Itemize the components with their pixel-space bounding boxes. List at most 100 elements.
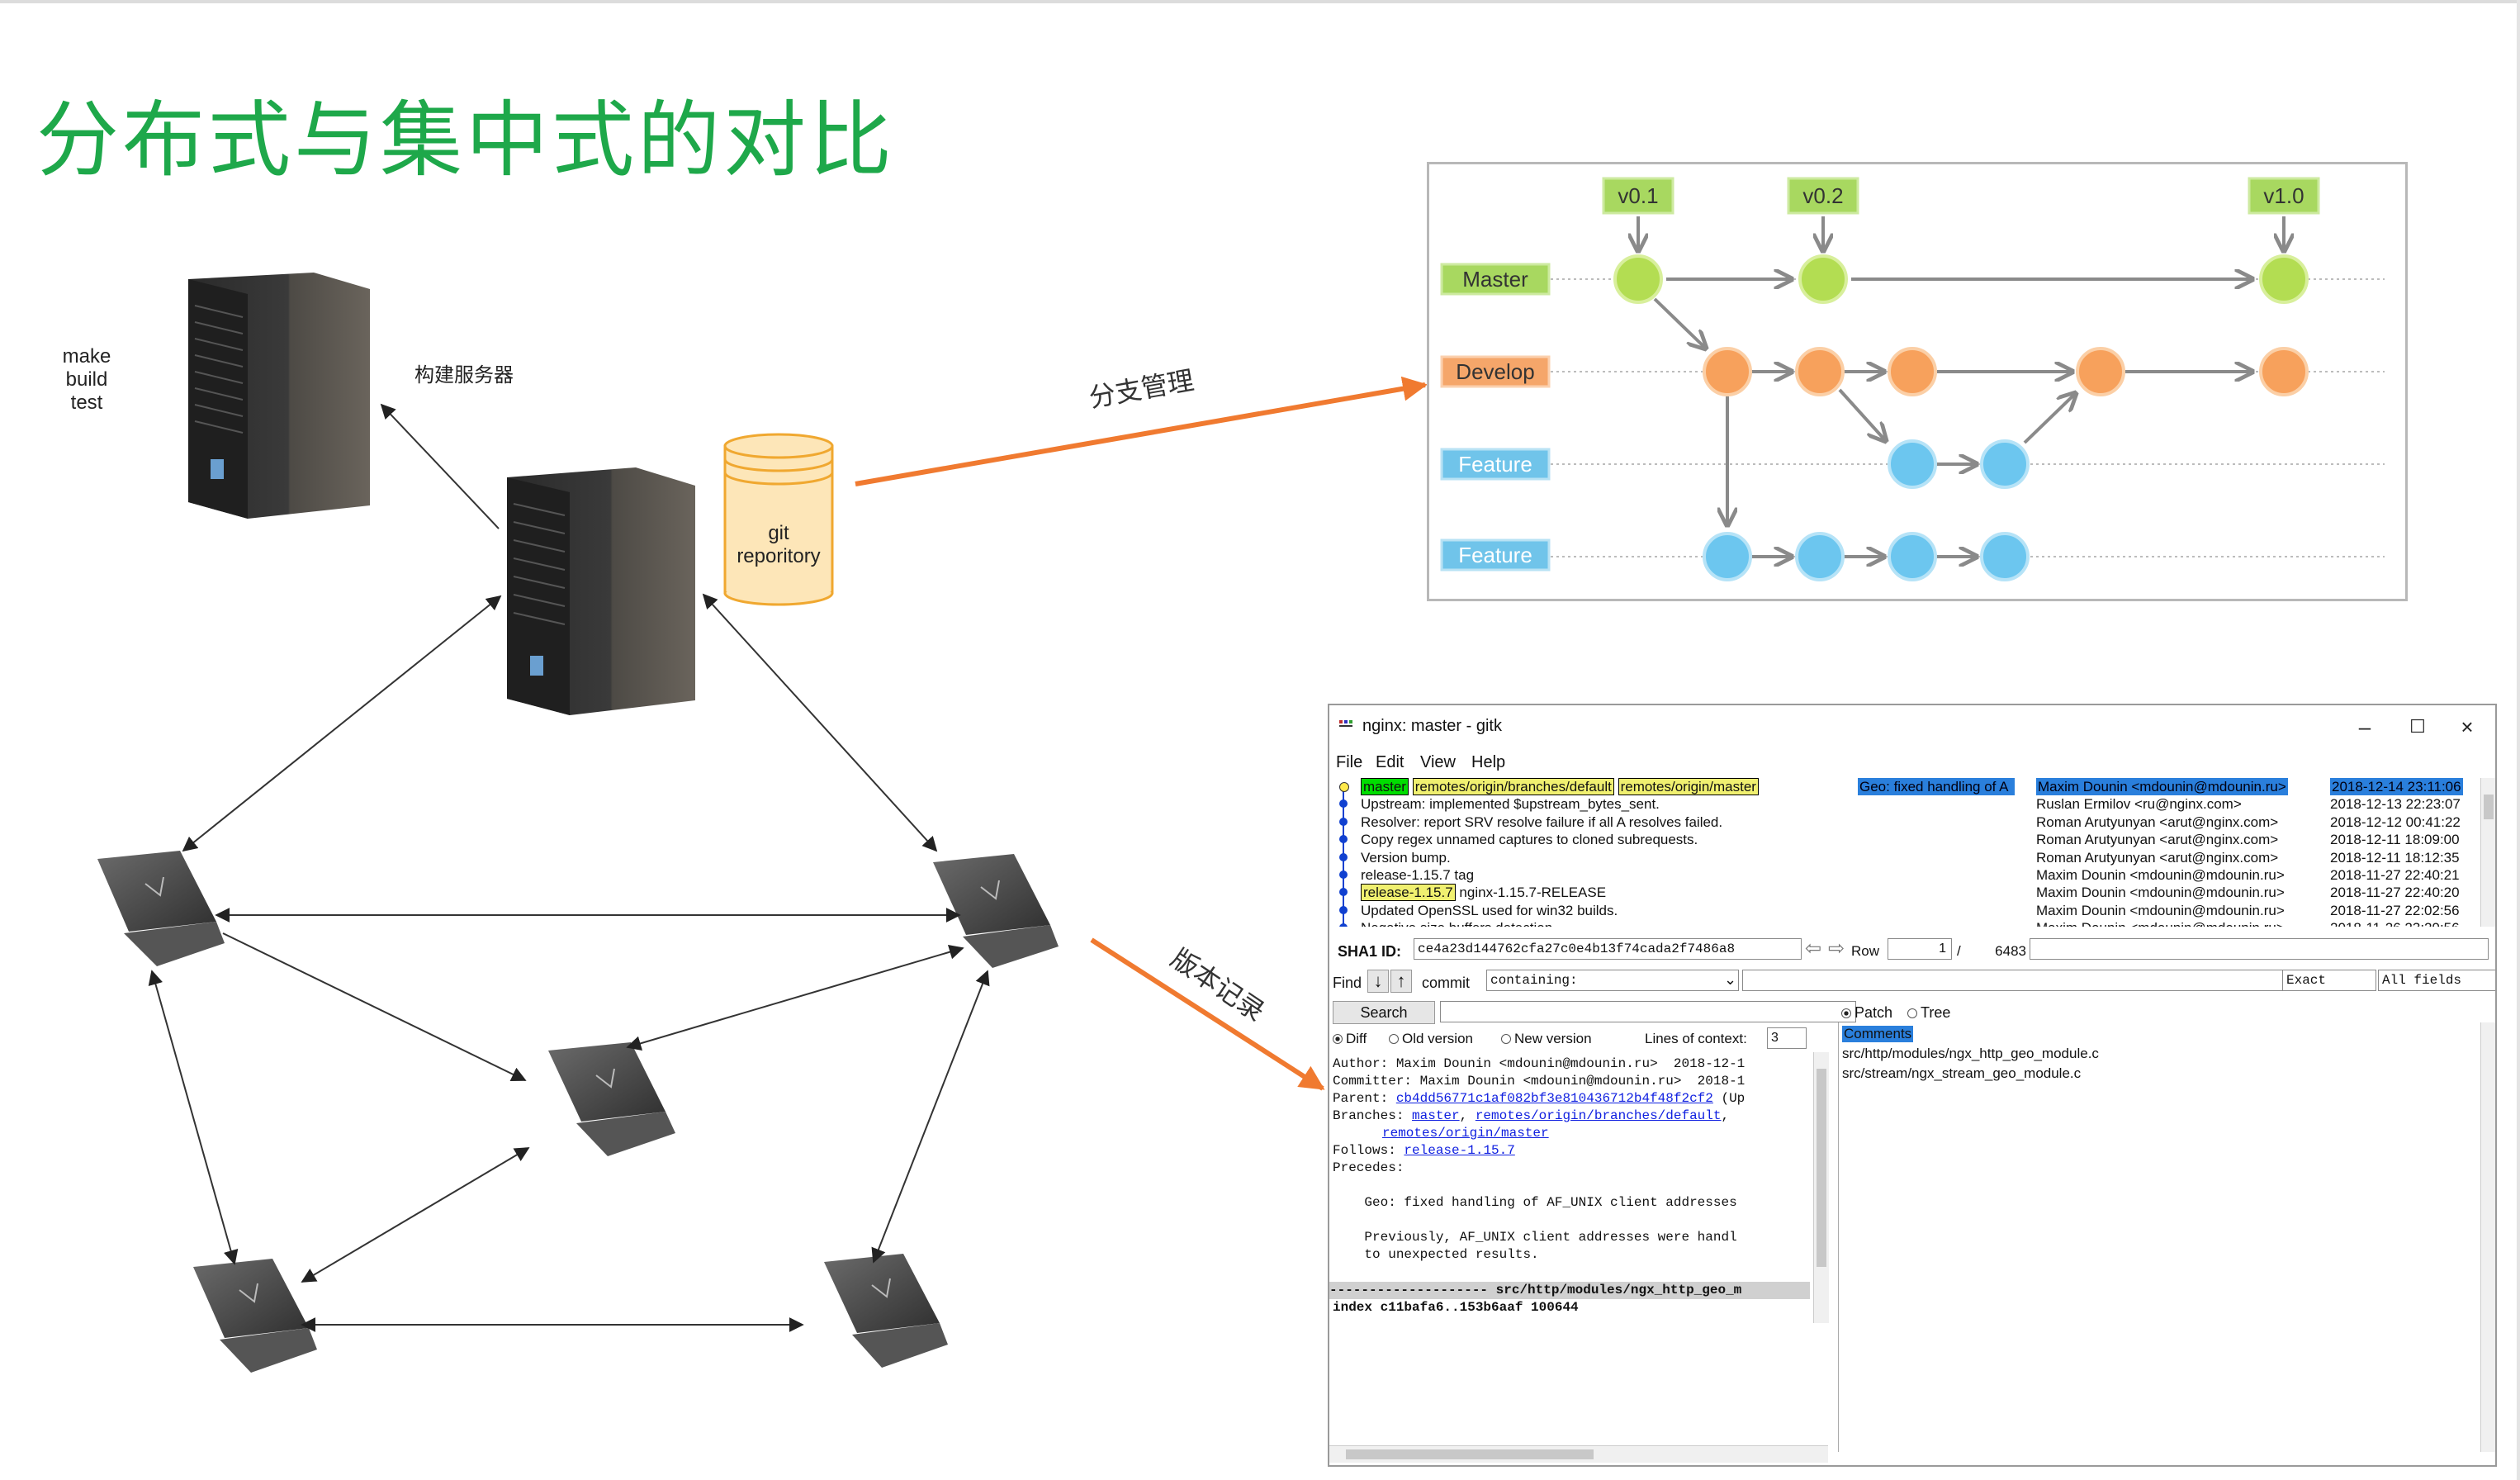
- commit-row-head[interactable]: master remotes/origin/branches/default r…: [1334, 778, 2485, 795]
- commit-list-scrollbar[interactable]: [2480, 778, 2495, 927]
- tree-radio[interactable]: Tree: [1907, 1004, 1950, 1022]
- patch-label: Patch: [1854, 1004, 1893, 1021]
- head-commit-msg: Geo: fixed handling of A: [1858, 778, 2015, 795]
- commit-row[interactable]: release-1.15.7 tag Maxim Dounin <mdounin@…: [1334, 866, 2485, 884]
- build-tasks-label: make build test: [62, 345, 111, 414]
- branch-link-default[interactable]: remotes/origin/branches/default: [1475, 1108, 1722, 1123]
- find-down-icon[interactable]: ↓: [1367, 970, 1389, 993]
- close-icon[interactable]: ×: [2461, 714, 2474, 739]
- commit-date: 2018-11-26 23:29:56: [2330, 919, 2460, 927]
- commit-row[interactable]: Negative size buffers detection.Maxim Do…: [1334, 919, 2485, 927]
- commit-row[interactable]: Upstream: implemented $upstream_bytes_se…: [1334, 795, 2485, 813]
- find-up-icon[interactable]: ↑: [1390, 970, 1412, 993]
- follows-link[interactable]: release-1.15.7: [1404, 1143, 1515, 1158]
- sha1-field[interactable]: ce4a23d144762cfa27c0e4b13f74cada2f7486a8: [1414, 938, 1802, 960]
- gitk-window-title: nginx: master - gitk: [1362, 717, 1502, 735]
- lines-of-context-label: Lines of context:: [1645, 1031, 1747, 1046]
- diff-label: Diff: [1346, 1031, 1367, 1046]
- commit-message-text: Updated OpenSSL used for win32 builds.: [1361, 902, 1618, 918]
- commit-dot: [1339, 852, 1348, 861]
- exact-select[interactable]: Exact: [2282, 970, 2376, 991]
- minimize-icon[interactable]: –: [2358, 714, 2371, 739]
- diff-scrollbar[interactable]: [1813, 1052, 1829, 1323]
- top-border: [0, 0, 2520, 3]
- file-list-item-1[interactable]: src/http/modules/ngx_http_geo_module.c: [1842, 1046, 2099, 1061]
- new-version-label: New version: [1514, 1031, 1592, 1046]
- file-list-comments[interactable]: Comments: [1842, 1026, 1914, 1042]
- detail-branches: Branches: master, remotes/origin/branche…: [1333, 1108, 1730, 1123]
- main-server-icon: [507, 467, 695, 715]
- commit-message: Version bump.: [1361, 849, 1451, 866]
- back-arrow-icon[interactable]: ⇦: [1805, 937, 1822, 960]
- commit-node: [2076, 347, 2125, 396]
- old-version-radio[interactable]: Old version: [1389, 1031, 1473, 1047]
- branch-link-origin-master[interactable]: remotes/origin/master: [1382, 1126, 1549, 1141]
- commit-message: Negative size buffers detection.: [1361, 919, 1556, 927]
- branch-label-master: Master: [1462, 267, 1528, 292]
- search-input[interactable]: [1440, 1001, 1856, 1022]
- commit-date: 2018-11-27 22:40:21: [2330, 867, 2460, 883]
- commit-node: [1795, 532, 1845, 581]
- menu-file[interactable]: File: [1336, 753, 1363, 771]
- head-commit-author: Maxim Dounin <mdounin@mdounin.ru>: [2036, 778, 2288, 795]
- diff-file-header: -------------------- src/http/modules/ng…: [1329, 1282, 1810, 1299]
- forward-arrow-icon[interactable]: ⇨: [1828, 937, 1845, 960]
- commit-author: Maxim Dounin <mdounin@mdounin.ru>: [2036, 867, 2285, 883]
- progress-field: [2030, 938, 2489, 960]
- fields-select[interactable]: All fields: [2378, 970, 2495, 991]
- commit-dot: [1339, 923, 1348, 927]
- gitk-app-icon: [1339, 720, 1352, 727]
- maximize-icon[interactable]: ☐: [2409, 716, 2426, 737]
- gitk-window: nginx: master - gitk – ☐ × File Edit Vie…: [1328, 704, 2497, 1467]
- branch-link-master[interactable]: master: [1412, 1108, 1460, 1123]
- tree-label: Tree: [1921, 1004, 1951, 1021]
- diff-hscrollbar[interactable]: [1329, 1445, 1828, 1463]
- tag-v02-box: [1787, 177, 1859, 215]
- menu-edit[interactable]: Edit: [1376, 753, 1404, 771]
- commit-node: [1703, 532, 1752, 581]
- build-server-icon: [188, 273, 370, 519]
- menu-view[interactable]: View: [1420, 753, 1456, 771]
- commit-node: [1888, 439, 1937, 489]
- commit-date: 2018-12-11 18:12:35: [2330, 849, 2460, 866]
- file-list-scrollbar[interactable]: [2480, 1022, 2495, 1452]
- commit-message: release-1.15.7 tag: [1361, 866, 1474, 884]
- row-separator: /: [1957, 943, 1961, 959]
- commit-row[interactable]: Version bump.Roman Arutyunyan <arut@ngin…: [1334, 849, 2485, 866]
- containing-dropdown-icon[interactable]: ⌄: [1724, 971, 1737, 988]
- commit-dot: [1339, 817, 1348, 826]
- menu-help[interactable]: Help: [1471, 753, 1506, 771]
- commit-row[interactable]: Resolver: report SRV resolve failure if …: [1334, 814, 2485, 831]
- commit-date: 2018-12-13 22:23:07: [2330, 796, 2461, 813]
- context-spinner[interactable]: 3: [1767, 1027, 1807, 1049]
- commit-row[interactable]: Updated OpenSSL used for win32 builds. Ma…: [1334, 902, 2485, 919]
- detail-follows: Follows: release-1.15.7: [1333, 1143, 1515, 1158]
- file-list-item-2[interactable]: src/stream/ngx_stream_geo_module.c: [1842, 1065, 2082, 1081]
- tag-v01-box: [1602, 177, 1674, 215]
- parent-link[interactable]: cb4dd56771c1af082bf3e810436712b4f48f2cf2: [1395, 1091, 1713, 1106]
- commit-row[interactable]: Copy regex unnamed captures to cloned su…: [1334, 831, 2485, 848]
- new-version-radio[interactable]: New version: [1501, 1031, 1592, 1047]
- tag-label-v02: v0.2: [1802, 183, 1844, 208]
- commit-author: Roman Arutyunyan <arut@nginx.com>: [2036, 814, 2279, 830]
- diff-radio[interactable]: Diff: [1333, 1031, 1367, 1047]
- search-button[interactable]: Search: [1333, 1001, 1435, 1024]
- row-field[interactable]: 1: [1888, 938, 1952, 960]
- sha1-label: SHA1 ID:: [1338, 943, 1402, 960]
- branch-diagram: [1427, 162, 2408, 601]
- commit-message-text: Version bump.: [1361, 849, 1451, 866]
- find-input[interactable]: [1742, 970, 2284, 991]
- commit-node: [1798, 254, 1848, 304]
- tag-release: release-1.15.7: [1361, 884, 1456, 902]
- patch-radio[interactable]: Patch: [1841, 1004, 1892, 1022]
- file-list-pane: Comments src/http/modules/ngx_http_geo_m…: [1838, 1022, 2480, 1452]
- containing-select[interactable]: containing:: [1486, 970, 1739, 991]
- detail-parent: Parent: cb4dd56771c1af082bf3e810436712b4…: [1333, 1091, 1746, 1106]
- commit-label: commit: [1422, 975, 1470, 991]
- right-border: [2517, 0, 2520, 1480]
- detail-committer: Committer: Maxim Dounin <mdounin@mdounin…: [1333, 1074, 1746, 1089]
- develop-label-box: [1440, 355, 1551, 388]
- laptop-icon-left: [97, 851, 225, 966]
- commit-author: Maxim Dounin <mdounin@mdounin.ru>: [2036, 902, 2285, 918]
